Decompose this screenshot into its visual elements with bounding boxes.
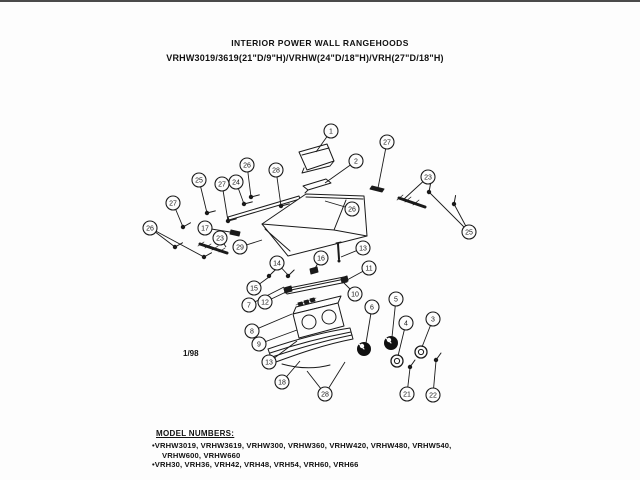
callout-25: 25 [191,172,208,214]
model-line: •VRH30, VRH36, VRH42, VRH48, VRH54, VRH6… [152,460,359,469]
callout-15: 15 [246,276,270,296]
svg-text:29: 29 [236,245,244,252]
svg-text:26: 26 [348,207,356,214]
damper-cap [298,143,335,174]
model-numbers-list: •VRHW3019, VRHW3619, VRHW300, VRHW360, V… [152,441,512,470]
svg-text:21: 21 [403,392,411,399]
svg-text:3: 3 [431,317,435,324]
svg-text:28: 28 [272,168,280,175]
model-numbers-heading: MODEL NUMBERS: [156,429,235,438]
callout-18: 18 [274,360,301,390]
svg-text:28: 28 [321,392,329,399]
svg-text:12: 12 [261,300,269,307]
callout-8: 8 [244,313,293,339]
callout-3: 3 [421,311,441,348]
callout-4: 4 [397,315,414,357]
callout-23: 23 [403,169,436,200]
svg-text:4: 4 [404,321,408,328]
callout-1: 1 [315,123,339,153]
model-numbers-section: MODEL NUMBERS: •VRHW3019, VRHW3619, VRHW… [152,429,512,470]
callout-17: 17 [197,220,231,236]
lower-mounting-bracket [283,275,349,295]
washer-right [414,345,428,359]
callout-26: 26 [324,200,360,217]
svg-text:17: 17 [201,226,209,233]
svg-text:2: 2 [354,159,358,166]
date-code: 1/98 [183,349,199,358]
grommet-right [384,336,398,350]
left-support-rod [197,241,229,255]
svg-text:18: 18 [278,380,286,387]
svg-text:13: 13 [359,246,367,253]
svg-text:26: 26 [146,226,154,233]
svg-text:25: 25 [195,178,203,185]
right-support-rod [396,194,427,209]
page-top-edge [0,0,640,2]
retainer-clip [309,266,319,275]
svg-text:11: 11 [365,266,372,273]
svg-text:15: 15 [250,286,258,293]
svg-text:8: 8 [250,329,254,336]
shoulder-screw [335,241,342,263]
callout-16: 16 [313,250,329,271]
model-line: VRHW600, VRHW660 [162,450,241,460]
callout-24: 24 [228,174,245,205]
washer-left [390,354,404,368]
svg-text:26: 26 [243,163,251,170]
callout-6: 6 [364,299,380,344]
callout-2: 2 [324,153,364,184]
callout-5: 5 [388,291,404,338]
svg-text:1: 1 [329,129,333,136]
callout-29: 29 [232,239,263,255]
callout-27: 27 [214,176,230,222]
svg-text:14: 14 [273,261,281,268]
svg-text:13: 13 [265,360,273,367]
bottom-baffle [267,327,354,369]
diagram-subtitle: VRHW3019/3619(21"D/9"H)/VRHW(24"D/18"H)/… [166,53,444,63]
diagram-title: INTERIOR POWER WALL RANGEHOODS [231,38,409,48]
callout-27: 27 [377,134,395,189]
callout-25: 25 [428,191,477,240]
callout-23: 23 [212,230,228,248]
svg-text:6: 6 [370,305,374,312]
svg-text:22: 22 [429,393,437,400]
svg-text:23: 23 [216,236,224,243]
callout-9: 9 [251,329,298,352]
svg-text:7: 7 [247,303,251,310]
callout-21: 21 [399,367,415,402]
svg-text:9: 9 [257,342,261,349]
control-panel [292,295,345,339]
callout-26: 26 [239,157,255,198]
svg-text:23: 23 [424,175,432,182]
model-line: •VRHW3019, VRHW3619, VRHW300, VRHW360, V… [152,441,452,450]
svg-text:24: 24 [232,180,240,187]
callout-11: 11 [346,260,377,281]
callout-13: 13 [340,240,371,258]
hood-body [261,193,368,257]
callout-28: 28 [268,162,284,207]
svg-text:10: 10 [351,292,359,299]
svg-text:25: 25 [465,230,473,237]
svg-text:27: 27 [169,201,177,208]
callout-10: 10 [343,282,363,302]
callout-14: 14 [269,255,289,276]
callout-26: 26 [142,220,205,258]
grommet-left [357,342,371,356]
hood-parts-layer [172,143,460,370]
svg-text:27: 27 [383,140,391,147]
flat-clip [369,185,385,193]
svg-text:5: 5 [394,297,398,304]
callout-12: 12 [257,290,289,310]
callout-28: 28 [306,361,346,402]
damper-bracket [302,178,332,194]
svg-text:27: 27 [218,182,226,189]
callout-27: 27 [165,195,184,228]
callout-22: 22 [425,360,441,403]
switch-stack [295,297,317,307]
callout-13: 13 [261,340,298,370]
spring-clip [229,229,241,237]
svg-text:16: 16 [317,256,325,263]
